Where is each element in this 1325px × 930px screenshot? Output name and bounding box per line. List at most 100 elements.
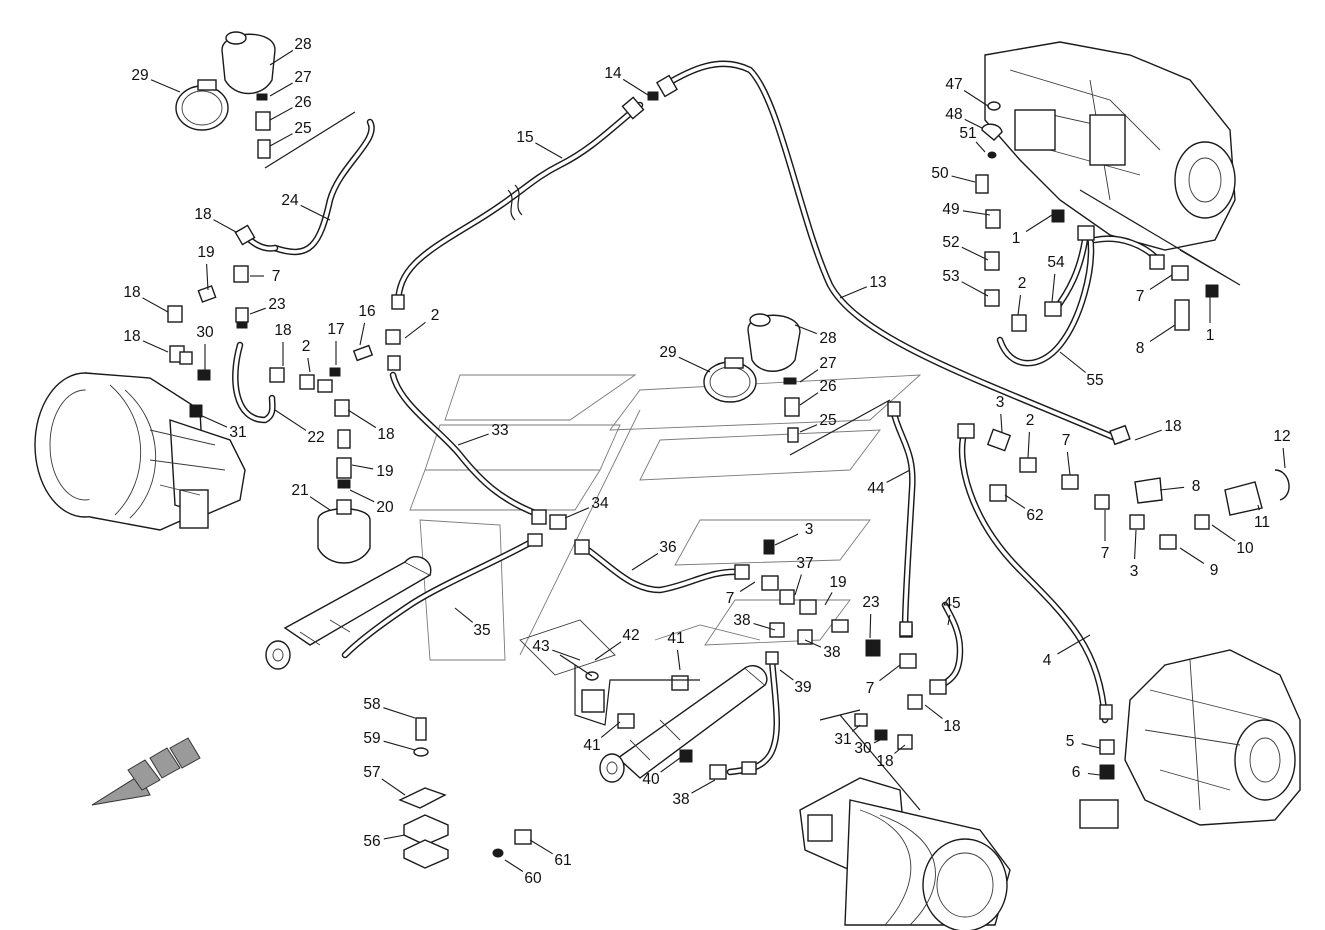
- right-cylinder: [599, 665, 768, 783]
- callout-label-31: 31: [229, 424, 246, 441]
- leader-line: [199, 414, 228, 428]
- leader-line: [1282, 447, 1286, 469]
- leader-line: [886, 469, 911, 483]
- callout-label-7: 7: [1136, 288, 1145, 305]
- callout-label-42: 42: [622, 627, 639, 644]
- leader-line: [1134, 529, 1137, 560]
- callout-label-39: 39: [794, 679, 811, 696]
- leader-line: [924, 704, 943, 720]
- callout-label-1: 1: [1012, 230, 1021, 247]
- leader-line: [947, 614, 951, 626]
- callout-label-34: 34: [591, 495, 609, 512]
- leader-line: [269, 107, 293, 121]
- callout-label-16: 16: [358, 303, 375, 320]
- callout-label-10: 10: [1236, 540, 1254, 557]
- callout-label-2: 2: [1018, 275, 1027, 292]
- leader-line: [961, 281, 989, 297]
- callout-label-38: 38: [823, 644, 840, 661]
- callout-label-44: 44: [867, 480, 885, 497]
- leader-line: [142, 297, 169, 313]
- callout-label-7: 7: [272, 268, 281, 285]
- leader-line: [1159, 486, 1185, 491]
- callout-label-5: 5: [1066, 733, 1075, 750]
- callout-label-22: 22: [307, 429, 324, 446]
- leader-line: [351, 464, 374, 470]
- machine-frame-outline: [409, 374, 922, 661]
- callout-label-21: 21: [291, 482, 308, 499]
- callout-label-2: 2: [302, 338, 311, 355]
- leader-line: [383, 707, 416, 719]
- callout-label-23: 23: [862, 594, 879, 611]
- callout-label-7: 7: [726, 590, 735, 607]
- leader-line: [269, 82, 293, 97]
- leader-line: [309, 496, 331, 511]
- callout-label-19: 19: [829, 574, 846, 591]
- leader-line: [1025, 214, 1053, 232]
- callout-label-41: 41: [667, 630, 684, 647]
- accumulator-center: [747, 313, 801, 443]
- callout-label-19: 19: [376, 463, 393, 480]
- callout-label-43: 43: [532, 638, 549, 655]
- leader-line: [529, 839, 553, 855]
- callout-label-11: 11: [1254, 514, 1270, 531]
- leader-line: [206, 263, 209, 291]
- callout-label-47: 47: [945, 76, 962, 93]
- hose-lines: [232, 60, 1164, 776]
- accumulator-top-left: [221, 31, 276, 159]
- leader-line: [961, 246, 989, 261]
- leader-line: [739, 581, 756, 592]
- callout-label-18: 18: [943, 718, 960, 735]
- leader-line: [307, 357, 311, 373]
- leader-line: [1211, 524, 1236, 542]
- leader-line: [678, 356, 711, 373]
- callout-label-18: 18: [194, 206, 211, 223]
- leader-line: [1000, 413, 1003, 433]
- leader-line: [359, 322, 366, 346]
- callout-label-19: 19: [197, 244, 214, 261]
- leader-line: [753, 622, 776, 631]
- callout-label-62: 62: [1026, 507, 1043, 524]
- leader-line: [691, 779, 716, 794]
- callout-label-2: 2: [1026, 412, 1035, 429]
- callout-label-13: 13: [869, 274, 886, 291]
- leader-line: [824, 592, 833, 606]
- leader-line: [274, 409, 307, 431]
- callout-label-8: 8: [1136, 340, 1145, 357]
- leader-line: [1004, 494, 1026, 509]
- leader-line: [150, 79, 181, 93]
- callout-label-36: 36: [659, 539, 676, 556]
- fittings: [167, 74, 1290, 869]
- leader-line: [347, 409, 377, 429]
- leader-line: [269, 49, 294, 66]
- leader-line: [794, 574, 802, 596]
- callout-label-3: 3: [1130, 563, 1139, 580]
- leader-line: [249, 307, 266, 315]
- callout-label-26: 26: [294, 94, 311, 111]
- callout-label-28: 28: [819, 330, 836, 347]
- leader-line: [564, 507, 590, 519]
- leader-line: [779, 669, 794, 681]
- callout-label-53: 53: [942, 268, 959, 285]
- callout-label-50: 50: [931, 165, 949, 182]
- callout-label-51: 51: [959, 125, 976, 142]
- callout-label-18: 18: [876, 753, 893, 770]
- main-pump-bottom: [1079, 649, 1301, 829]
- callout-label-28: 28: [294, 36, 311, 53]
- callout-label-27: 27: [819, 355, 836, 372]
- leader-line: [1149, 324, 1176, 342]
- leader-line: [383, 740, 416, 751]
- callout-label-29: 29: [659, 344, 676, 361]
- callout-label-59: 59: [363, 730, 380, 747]
- callout-label-33: 33: [491, 422, 508, 439]
- left-drive-motor: [34, 372, 246, 531]
- callout-label-29: 29: [131, 67, 148, 84]
- callout-label-17: 17: [327, 321, 344, 338]
- callout-label-55: 55: [1086, 372, 1103, 389]
- leader-line: [799, 369, 819, 383]
- callout-label-48: 48: [945, 106, 962, 123]
- leader-line: [594, 641, 622, 661]
- left-cylinder: [265, 556, 432, 670]
- main-pump-top: [984, 41, 1241, 286]
- callout-label-37: 37: [796, 555, 813, 572]
